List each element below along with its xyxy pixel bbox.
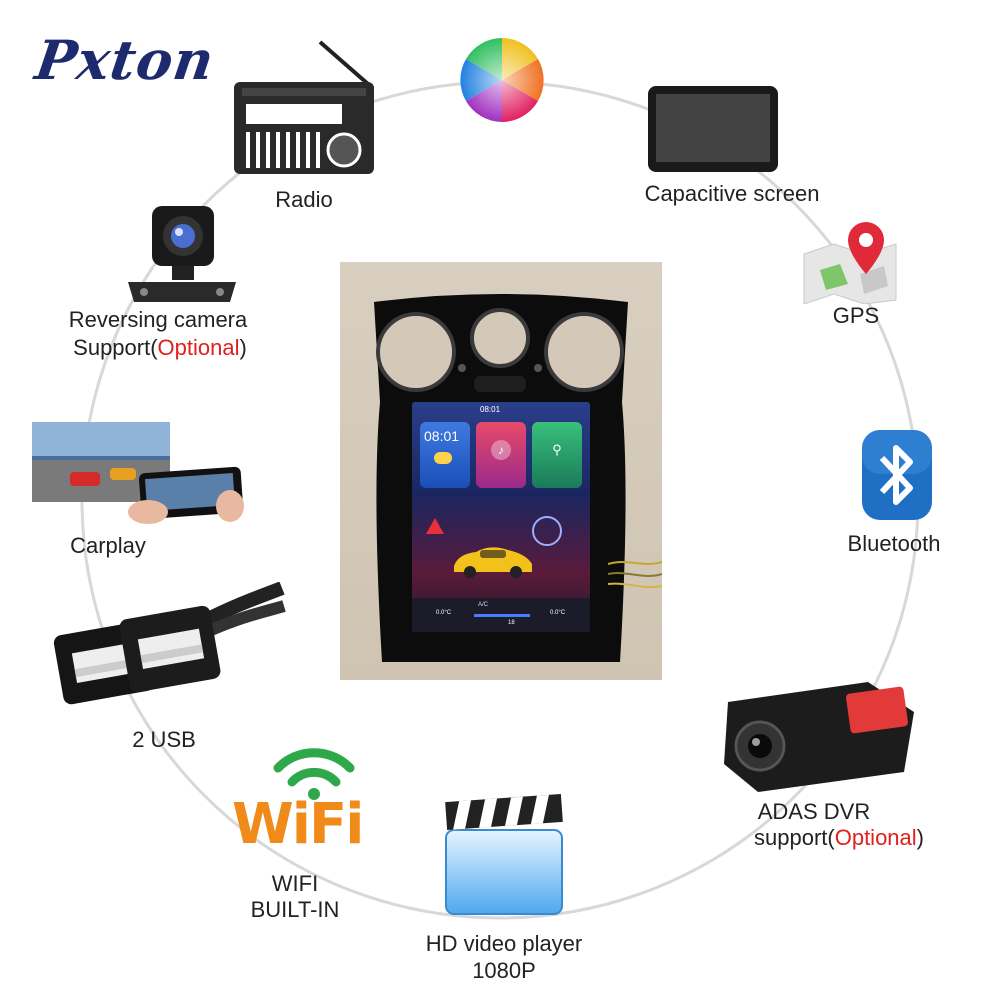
color-wheel-icon (460, 38, 544, 122)
brand-logo: Pxton (31, 28, 219, 92)
navigation-icon[interactable] (426, 518, 444, 534)
dvr-camera-icon (724, 682, 914, 792)
usb-label: 2 USB (132, 727, 196, 752)
temp-right: 0.0°C (550, 610, 566, 616)
radio-label: Radio (275, 187, 333, 212)
climate-bar: 0.0°C A/C 18 0.0°C (412, 598, 590, 632)
reversing-label-line1: Reversing camera (68, 307, 248, 332)
product-photo: 08:01 08:01 ♪ ⚲ 0.0°C A/C 18 0.0° (340, 262, 662, 680)
wifi-label-line2: BUILT-IN (250, 897, 340, 922)
wifi-label-line1: WIFI (271, 871, 319, 896)
bluetooth-icon (862, 430, 932, 520)
gps-icon (803, 222, 897, 304)
music-note-icon: ♪ (491, 440, 511, 460)
music-tile[interactable]: ♪ (476, 422, 526, 488)
status-bar-time: 08:01 (480, 405, 501, 414)
wifi-logo-text: WiFi (232, 792, 364, 857)
usb-icon (53, 582, 286, 705)
screen-icon (648, 86, 778, 172)
radio-icon (234, 40, 374, 174)
bluetooth-label: Bluetooth (847, 531, 941, 556)
adas-label-line2: support(Optional) (754, 825, 924, 850)
radio-tile[interactable]: ⚲ (532, 422, 582, 488)
weather-icon (434, 452, 452, 464)
video-player-icon (445, 793, 563, 915)
carplay-label: Carplay (70, 533, 146, 558)
hd-video-label-line1: HD video player (425, 931, 583, 956)
reversing-camera-icon (128, 206, 236, 302)
ac-label[interactable]: A/C (478, 602, 489, 608)
carplay-icon (32, 422, 244, 524)
car-image (454, 547, 532, 578)
adas-label-line1: ADAS DVR (757, 799, 871, 824)
capacitive-screen-label: Capacitive screen (644, 181, 820, 206)
clock-tile[interactable]: 08:01 (420, 422, 470, 488)
fan-level: 18 (508, 620, 515, 626)
wires (608, 561, 662, 589)
clock-tile-time: 08:01 (424, 428, 460, 444)
speed-gauge (532, 516, 562, 546)
hd-video-label-line2: 1080P (472, 958, 536, 983)
temp-left: 0.0°C (436, 610, 452, 616)
fan-slider[interactable] (474, 614, 530, 617)
reversing-label-line2: Support(Optional) (73, 335, 247, 360)
wifi-icon (273, 748, 355, 800)
gps-label: GPS (832, 303, 880, 328)
head-unit-screen: 08:01 08:01 ♪ ⚲ 0.0°C A/C 18 0.0° (412, 402, 590, 632)
antenna-icon: ⚲ (552, 442, 562, 457)
